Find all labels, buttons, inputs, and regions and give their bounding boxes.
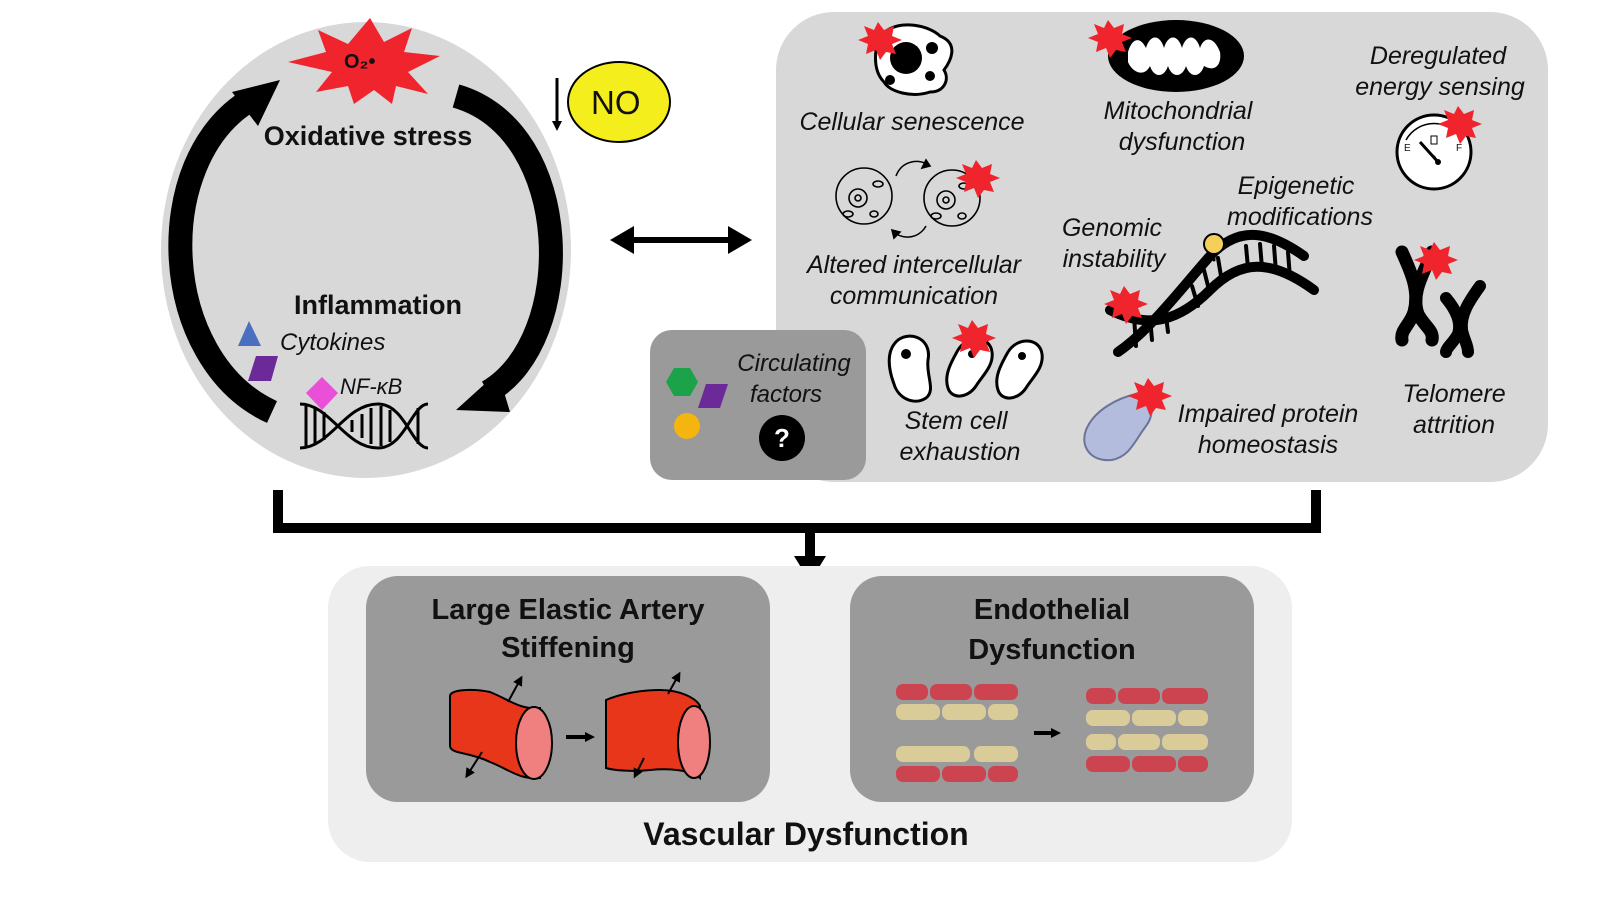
dysfunctional-endothelium-icon xyxy=(1086,688,1208,772)
endothelial-dysfunction-title-line1: Endothelial xyxy=(973,594,1131,626)
protein-homeostasis-label-line1: Impaired protein xyxy=(1177,400,1359,428)
stiff-artery-icon xyxy=(605,688,711,781)
oxidative-stress-label: Oxidative stress xyxy=(263,121,473,151)
bidirectional-arrowhead-left xyxy=(610,226,634,254)
dna-icon-inflammation xyxy=(299,402,429,450)
circulating-factors-box xyxy=(650,330,866,480)
stem-cell-exhaustion-label-line2: exhaustion xyxy=(899,438,1021,466)
circulating-factors-label-line1: Circulating xyxy=(737,350,851,377)
cytokine-triangle-icon xyxy=(238,321,261,346)
methyl-group-icon xyxy=(1203,233,1225,255)
intercellular-communication-label-line1: Altered intercellular xyxy=(807,251,1021,279)
gauge-empty-label: E xyxy=(1404,143,1411,154)
cycle-arrowhead-left xyxy=(232,80,280,126)
genomic-instability-label-line1: Genomic xyxy=(1061,214,1163,242)
artery-expand-arrow-down xyxy=(465,751,483,779)
superoxide-label: O₂• xyxy=(344,51,376,73)
damage-burst-icons xyxy=(858,20,1482,416)
cycle-arrow-right xyxy=(452,84,563,403)
artery-stiffening-title-line2: Stiffening xyxy=(501,632,635,664)
epigenetic-modifications-label-line1: Epigenetic xyxy=(1237,172,1355,200)
purple-parallelogram-icon xyxy=(698,384,728,408)
endothelial-dysfunction-title-line2: Dysfunction xyxy=(968,634,1136,666)
stiff-artery-arrow-up xyxy=(667,671,681,695)
nitric-oxide-label: NO xyxy=(591,84,641,121)
circulating-factors-label-line2: factors xyxy=(749,381,823,408)
vascular-dysfunction-title: Vascular Dysfunction xyxy=(643,816,969,852)
bidirectional-arrowhead-right xyxy=(728,226,752,254)
protein-homeostasis-label-line2: homeostasis xyxy=(1197,431,1339,459)
artery-stiffening-title-line1: Large Elastic Artery xyxy=(431,594,705,626)
convergence-bracket xyxy=(273,490,1321,533)
cytokines-label: Cytokines xyxy=(280,329,386,356)
question-mark-label: ? xyxy=(774,423,790,453)
inflammation-label: Inflammation xyxy=(293,290,463,320)
epigenetic-modifications-label-line2: modifications xyxy=(1227,203,1373,231)
stem-cell-exhaustion-label-line1: Stem cell xyxy=(904,407,1008,435)
unknown-factor-icon xyxy=(759,415,805,461)
intercellular-communication-label-line2: communication xyxy=(829,282,999,310)
energy-sensing-label-line2: energy sensing xyxy=(1355,73,1525,101)
artery-expand-arrow-up xyxy=(507,675,523,703)
energy-sensing-label-line1: Deregulated xyxy=(1369,42,1507,70)
intercellular-cells-icon xyxy=(835,158,981,240)
nitric-oxide-oval xyxy=(567,61,671,143)
superoxide-burst-icon xyxy=(288,18,440,104)
nfkb-diamond-icon xyxy=(306,377,338,410)
stiff-artery-arrow-down xyxy=(633,757,645,779)
nfkb-label: NF-κB xyxy=(340,374,403,399)
cytokine-parallelogram-icon xyxy=(248,356,278,381)
compliant-artery-icon xyxy=(449,688,553,780)
yellow-circle-icon xyxy=(674,413,700,439)
cycle-arrow-left xyxy=(168,89,278,423)
mitochondrial-dysfunction-label-line1: Mitochondrial xyxy=(1103,97,1253,125)
gauge-full-label: F xyxy=(1456,143,1463,154)
telomere-attrition-label-line1: Telomere xyxy=(1402,380,1506,408)
mitochondrion-icon xyxy=(1108,20,1244,92)
telomere-attrition-label-line2: attrition xyxy=(1413,411,1495,439)
healthy-endothelium-icon xyxy=(896,684,1018,782)
stem-cells-icon xyxy=(887,334,1044,403)
cycle-arrowhead-right xyxy=(456,372,510,412)
mitochondrial-dysfunction-label-line2: dysfunction xyxy=(1118,128,1246,156)
green-hexagon-icon xyxy=(666,368,698,396)
genomic-instability-label-line2: instability xyxy=(1062,245,1166,273)
cellular-senescence-label: Cellular senescence xyxy=(799,108,1025,136)
